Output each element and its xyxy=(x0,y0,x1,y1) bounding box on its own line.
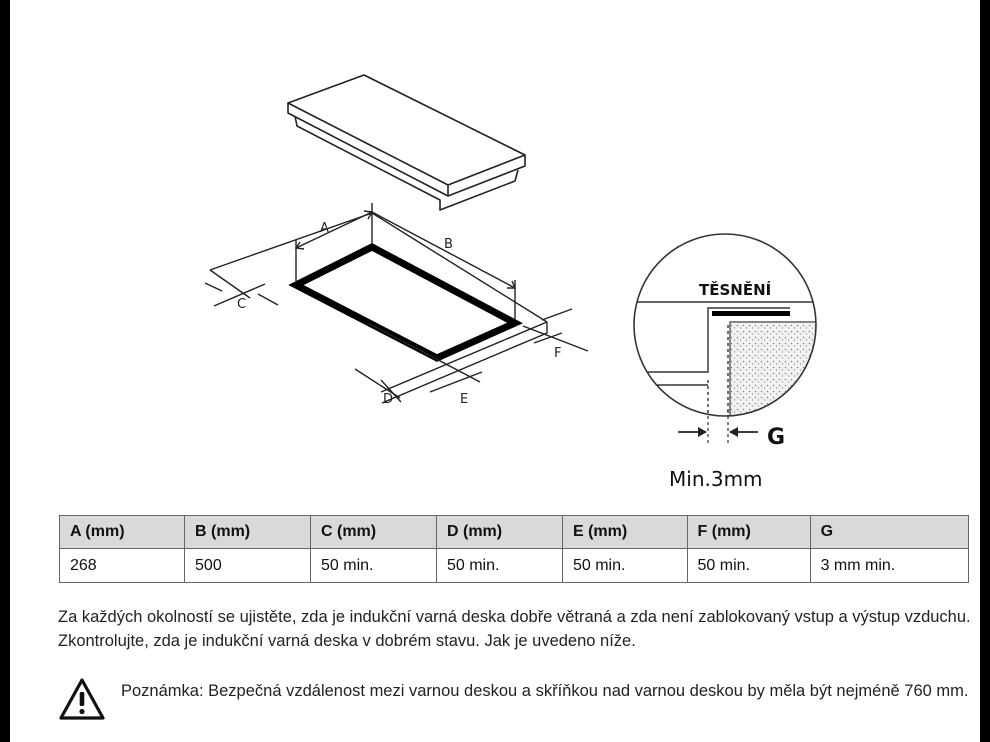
label-a: A xyxy=(320,221,329,236)
label-e: E xyxy=(460,392,468,407)
table-header-row: A (mm) B (mm) C (mm) D (mm) E (mm) F (mm… xyxy=(58,515,970,549)
warning-icon xyxy=(59,678,105,720)
header-b: B (mm) xyxy=(184,515,311,549)
label-d: D xyxy=(383,392,393,407)
header-d: D (mm) xyxy=(435,515,563,549)
value-b: 500 xyxy=(184,548,311,583)
header-g: G xyxy=(809,515,970,549)
header-f: F (mm) xyxy=(686,515,811,549)
header-c: C (mm) xyxy=(310,515,437,549)
value-e: 50 min. xyxy=(561,548,688,583)
dimension-table: A (mm) B (mm) C (mm) D (mm) E (mm) F (mm… xyxy=(58,515,970,583)
hob-drawing xyxy=(287,74,526,211)
safety-note: Poznámka: Bezpečná vzdálenost mezi varno… xyxy=(121,682,969,700)
min-gap-label: Min.3mm xyxy=(669,467,763,491)
header-a: A (mm) xyxy=(58,515,186,549)
value-c: 50 min. xyxy=(310,548,437,583)
installation-diagram: A B C D E F xyxy=(204,74,817,491)
value-g: 3 mm min. xyxy=(809,548,970,583)
cutout-drawing xyxy=(204,203,589,404)
label-g: G xyxy=(767,425,785,450)
label-c: C xyxy=(237,297,246,312)
value-d: 50 min. xyxy=(435,548,563,583)
label-f: F xyxy=(554,346,561,361)
table-row: 268 500 50 min. 50 min. 50 min. 50 min. … xyxy=(58,548,970,583)
header-e: E (mm) xyxy=(561,515,688,549)
value-a: 268 xyxy=(58,548,186,583)
value-f: 50 min. xyxy=(686,548,811,583)
seal-detail-icon xyxy=(633,233,817,444)
ventilation-paragraph: Za každých okolností se ujistěte, zda je… xyxy=(58,608,971,650)
label-b: B xyxy=(444,237,453,252)
document-page: A B C D E F xyxy=(10,0,980,742)
seal-label: TĚSNĚNÍ xyxy=(699,280,772,299)
